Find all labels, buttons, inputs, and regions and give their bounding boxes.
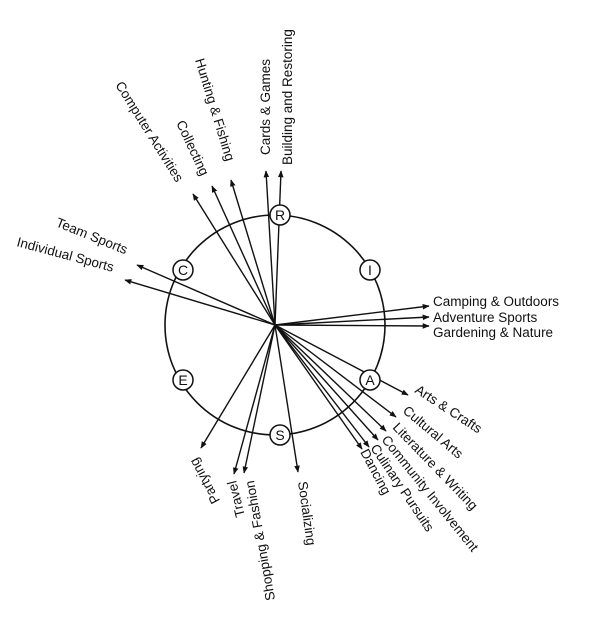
label-shopping-and-fashion: Shopping & Fashion [242,479,278,601]
vector-building-and-restoring [274,170,284,326]
vector-travel [232,324,276,475]
label-computer-activities: Computer Activities [112,79,186,185]
node-i: I [359,259,381,281]
label-socializing: Socializing [295,480,319,546]
vector-computer-activities [192,193,276,326]
vector-individual-sports [124,279,276,326]
node-letter-c: C [178,262,188,278]
vector-cultural-arts [274,324,397,418]
node-r: R [269,204,291,226]
riasec-nodes: R I A S E C [172,204,381,446]
node-letter-e: E [178,372,187,388]
vector-gardening-and-nature [274,323,430,329]
vector-collecting [211,185,276,326]
vector-arts-and-crafts [274,324,409,396]
vector-camping-and-outdoors [274,303,430,326]
node-letter-s: S [275,427,284,443]
label-adventure-sports: Adventure Sports [433,310,538,325]
node-letter-r: R [275,207,285,223]
vector-community-involvement [274,324,379,441]
node-e: E [172,369,194,391]
node-c: C [172,259,194,281]
label-cards-and-games: Cards & Games [258,59,273,155]
node-a: A [359,369,381,391]
vector-team-sports [136,264,276,326]
activity-vectors [124,170,430,475]
vector-literature-and-writing [274,324,387,432]
vector-adventure-sports [274,314,430,326]
label-building-and-restoring: Building and Restoring [280,29,295,165]
node-s: S [269,424,291,446]
vector-socializing [274,324,300,473]
vector-hunting-and-fishing [230,179,276,326]
vector-dancing [274,324,363,450]
node-letter-a: A [365,372,375,388]
vector-shopping-and-fashion [242,324,276,474]
label-camping-and-outdoors: Camping & Outdoors [433,294,559,309]
vector-cards-and-games [263,170,276,326]
label-gardening-and-nature: Gardening & Nature [433,325,553,340]
node-letter-i: I [368,262,372,278]
vector-culinary-pursuits [274,324,370,448]
vector-partying [200,324,276,449]
vector-labels: Building and Restoring Cards & Games Hun… [15,29,559,602]
label-partying: Partying [186,456,222,507]
